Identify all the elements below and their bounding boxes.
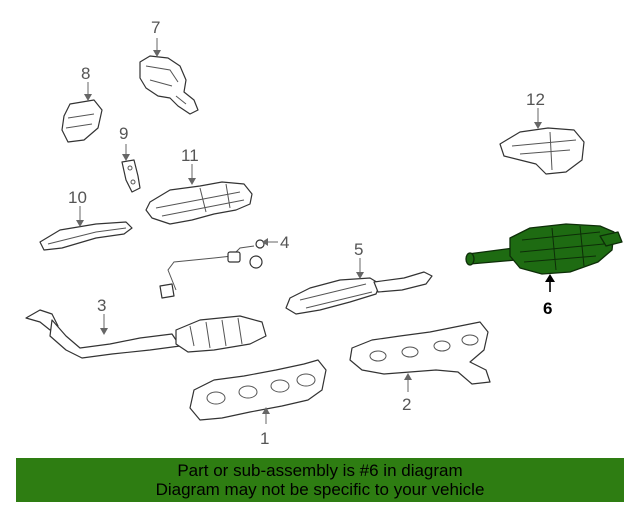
callout-2: 2 (402, 395, 411, 414)
part-6-rear-muffler[interactable]: 6 (465, 223, 623, 318)
part-11-heat-shield[interactable]: 11 (145, 146, 253, 225)
banner-line-1: Part or sub-assembly is #6 in diagram (177, 461, 463, 480)
part-9-bracket[interactable]: 9 (119, 124, 141, 193)
part-12-heat-shield[interactable]: 12 (499, 90, 585, 175)
callout-7: 7 (151, 18, 160, 37)
callout-1: 1 (260, 429, 269, 448)
callout-9: 9 (119, 124, 128, 143)
part-8-heat-shield[interactable]: 8 (61, 64, 103, 143)
callout-8: 8 (81, 64, 90, 83)
part-5-intermediate-pipe[interactable]: 5 (285, 240, 433, 315)
callout-11: 11 (181, 146, 199, 165)
callout-6: 6 (543, 299, 552, 318)
part-4-oxygen-sensor[interactable]: 4 (159, 233, 289, 299)
callout-4: 4 (280, 233, 289, 252)
banner-line-2: Diagram may not be specific to your vehi… (155, 480, 485, 499)
part-7-heat-shield[interactable]: 7 (139, 18, 199, 115)
callout-12: 12 (526, 90, 545, 109)
info-banner: Part or sub-assembly is #6 in diagram Di… (16, 458, 624, 502)
callout-5: 5 (354, 240, 363, 259)
part-10-heat-shield[interactable]: 10 (39, 188, 133, 251)
callout-10: 10 (68, 188, 87, 207)
part-1-exhaust-manifold[interactable]: 1 (189, 359, 327, 448)
part-3-front-pipe[interactable]: 3 (25, 296, 267, 359)
callout-3: 3 (97, 296, 106, 315)
part-2-exhaust-manifold[interactable]: 2 (349, 321, 491, 414)
exhaust-parts-diagram: 7 8 9 11 10 (25, 18, 623, 448)
